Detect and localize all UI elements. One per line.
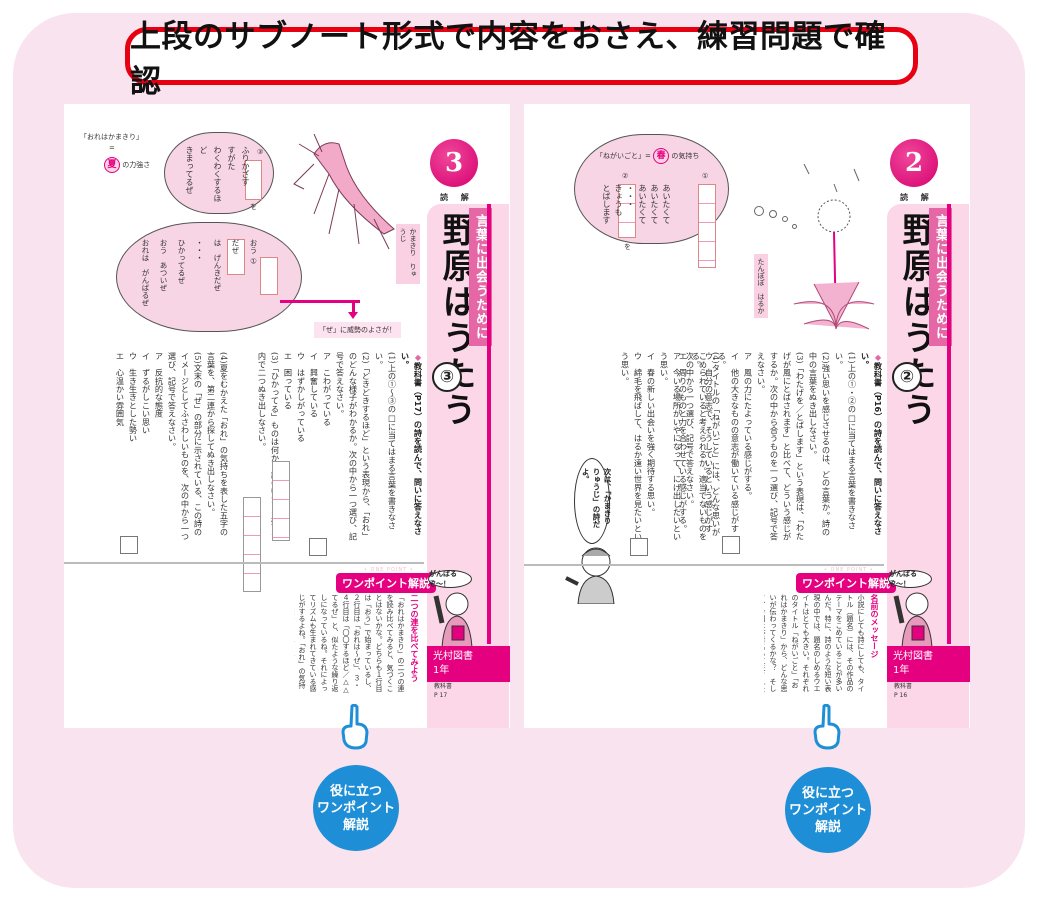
question-block: ◆教科書（P17）の詩を読んで、問いに答えなさい。 (1)上の①〜③の□に当ては…	[257, 352, 423, 541]
pink-accent-bar	[947, 204, 951, 644]
question-2: (2)強い思いを感じさせるのは、どの言葉か。詩の中の言葉をぬき出しなさい。	[808, 352, 831, 536]
summary-equals: =	[109, 144, 115, 152]
part-number: ②	[892, 362, 922, 392]
question-5: (5)文末の「ぜ」の部分に示されている、この詩のイメージとしてふさわしいものを、…	[167, 352, 203, 541]
pink-accent-bar	[487, 204, 491, 644]
mascot-speech: がんばるぞ〜！	[428, 570, 472, 588]
lesson-subtitle: 言葉に出会うために	[469, 208, 492, 346]
note-tag: 「ぜ」に威勢のよさが！	[314, 322, 401, 338]
question-1: (1)上の①〜③の□に当てはまる言葉を書きなさい。	[374, 352, 397, 530]
question-2: (2)「どきどきするほど」という表現から、「おれ」のどんな様子がわかるか。次の中…	[335, 352, 371, 541]
thought-dot	[754, 206, 764, 216]
student-illustration	[565, 547, 615, 604]
answer-box-q5[interactable]	[120, 536, 138, 554]
pointing-hand-icon	[341, 704, 369, 750]
onepoint-heading: 名前のメッセージ	[870, 594, 879, 658]
answer-box-2[interactable]	[618, 184, 636, 238]
summary-season: 夏 の力強さ	[104, 157, 150, 173]
section-label: 読 解	[440, 193, 474, 202]
headline-banner: 上段のサブノート形式で内容をおさえ、練習問題で確認	[125, 19, 918, 100]
answer-box-2[interactable]	[227, 239, 245, 275]
left-page-sample: 「おれはかまきり」 = 夏 の力強さ ③ を ふりかざすすがたわくわくするほどき…	[64, 104, 510, 728]
answer-box-3[interactable]	[245, 160, 262, 200]
answer-box-q4[interactable]	[243, 497, 261, 592]
arrow-line	[280, 300, 360, 303]
question-intro: ◆教科書（P17）の詩を読んで、問いに答えなさい。	[400, 352, 423, 536]
question-4: (4)夏をむかえた「おれ」の気持ちを表した五字の言葉を、第二連から探してぬき出し…	[206, 352, 229, 536]
speech-bubble	[574, 458, 610, 544]
question-4: (4)タイトルの「ねがいごと」には、どんな思いがこめられていると考えられるか。適…	[685, 352, 721, 541]
dandelion-illustration	[793, 163, 875, 330]
cloud1-lines: ふりかざすすがたわくわくするほどきまってるぜ	[185, 146, 250, 202]
speech-bubble-text: 次は、「かまきり りゅうじ」の詩だよ。	[581, 468, 612, 532]
onepoint-body: 「おれはかまきり」の二つの連を読み比べてみると、気づくことはないかな。どちらも１…	[294, 594, 405, 694]
section-label: 読 解	[900, 193, 934, 202]
answer-box-q3[interactable]	[722, 536, 740, 554]
onepoint-sublabel: • ONE POINT •	[364, 567, 414, 573]
headline-text: 上段のサブノート形式で内容をおさえ、練習問題で確認	[130, 19, 886, 100]
answer-box-q2[interactable]	[309, 538, 327, 556]
summary-quote: 「おれはかまきり」	[80, 133, 143, 141]
onepoint-heading: 二つの連を比べてみよう	[410, 594, 419, 682]
right-page-sample: 「ねがいごと」= 春 の気持ち ① ② を あいたくてあいたくてあいたくて・・・…	[524, 104, 970, 728]
question-intro: ◆教科書（P16）の詩を読んで、問いに答えなさい。	[860, 352, 883, 536]
section-divider	[64, 562, 424, 564]
answer-box-1[interactable]	[260, 257, 278, 295]
onepoint-label: ワンポイント解説	[336, 573, 436, 593]
poem-author-label: かまきり りゅうじ	[396, 224, 420, 284]
blank-number-3: ③	[257, 148, 264, 156]
answer-box-q3[interactable]	[272, 461, 290, 541]
lesson-subtitle: 言葉に出会うために	[929, 208, 952, 346]
season-kanji-badge: 夏	[104, 157, 120, 173]
arrow-head-icon	[348, 312, 358, 319]
mantis-illustration	[293, 134, 395, 250]
question-3: (3)「わたげを／とばします」という表現は、「わたげが風にとばされます」と比べて…	[756, 352, 805, 541]
pointing-hand-icon	[813, 704, 841, 750]
answer-box-q4[interactable]	[630, 538, 648, 556]
blank-number-1: ①	[702, 172, 709, 180]
cloud-lines: あいたくてあいたくてあいたくて・・・きょうもとばします	[602, 184, 671, 224]
question-1: (1)上の①・②の□に当てはまる言葉を書きなさい。	[834, 352, 857, 530]
onepoint-body: 小説にしても詩にしても、タイトル（題名）には、その作品のテーマをこめていることが…	[764, 594, 865, 692]
mascot-boy-illustration	[893, 592, 933, 648]
season-kanji-badge: 春	[653, 148, 670, 164]
arrow-stem	[352, 300, 355, 314]
onepoint-callout-left: 役に立つワンポイント解説	[313, 765, 399, 851]
unit-number-badge: 2	[890, 139, 938, 187]
question-block-2: (4)夏をむかえた「おれ」の気持ちを表した五字の言葉を、第二連から探してぬき出し…	[115, 352, 229, 541]
onepoint-callout-right: 役に立つワンポイント解説	[785, 767, 871, 853]
blank-number-2: ②	[622, 172, 629, 180]
question-3: (3)「ひかってる」ものは何か。詩の中から三字以内で二つぬき出しなさい。	[257, 352, 280, 536]
mascot-boy-illustration	[433, 592, 473, 648]
onepoint-label: ワンポイント解説	[796, 573, 896, 593]
poem-author-label: たんぽぽ はるか	[754, 254, 768, 318]
answer-box-1[interactable]	[698, 184, 716, 268]
section-divider	[524, 564, 884, 566]
summary-rest: の力強さ	[122, 161, 151, 169]
question-block-2: (4)タイトルの「ねがいごと」には、どんな思いがこめられていると考えられるか。適…	[620, 352, 721, 541]
thought-dot	[769, 210, 777, 218]
question-block: ◆教科書（P16）の詩を読んで、問いに答えなさい。 (1)上の①・②の□に当ては…	[678, 352, 883, 541]
thought-dot	[782, 216, 788, 222]
part-number: ③	[432, 362, 462, 392]
cloud-particle: を	[624, 243, 631, 251]
thought-dot	[792, 224, 797, 229]
mascot-speech: がんばるぞ〜！	[888, 570, 932, 588]
unit-number-badge: 3	[430, 139, 478, 187]
onepoint-sublabel: • ONE POINT •	[824, 567, 874, 573]
cloud1-particle: を	[250, 203, 257, 211]
cloud-heading: 「ねがいごと」= 春 の気持ち	[596, 148, 699, 164]
